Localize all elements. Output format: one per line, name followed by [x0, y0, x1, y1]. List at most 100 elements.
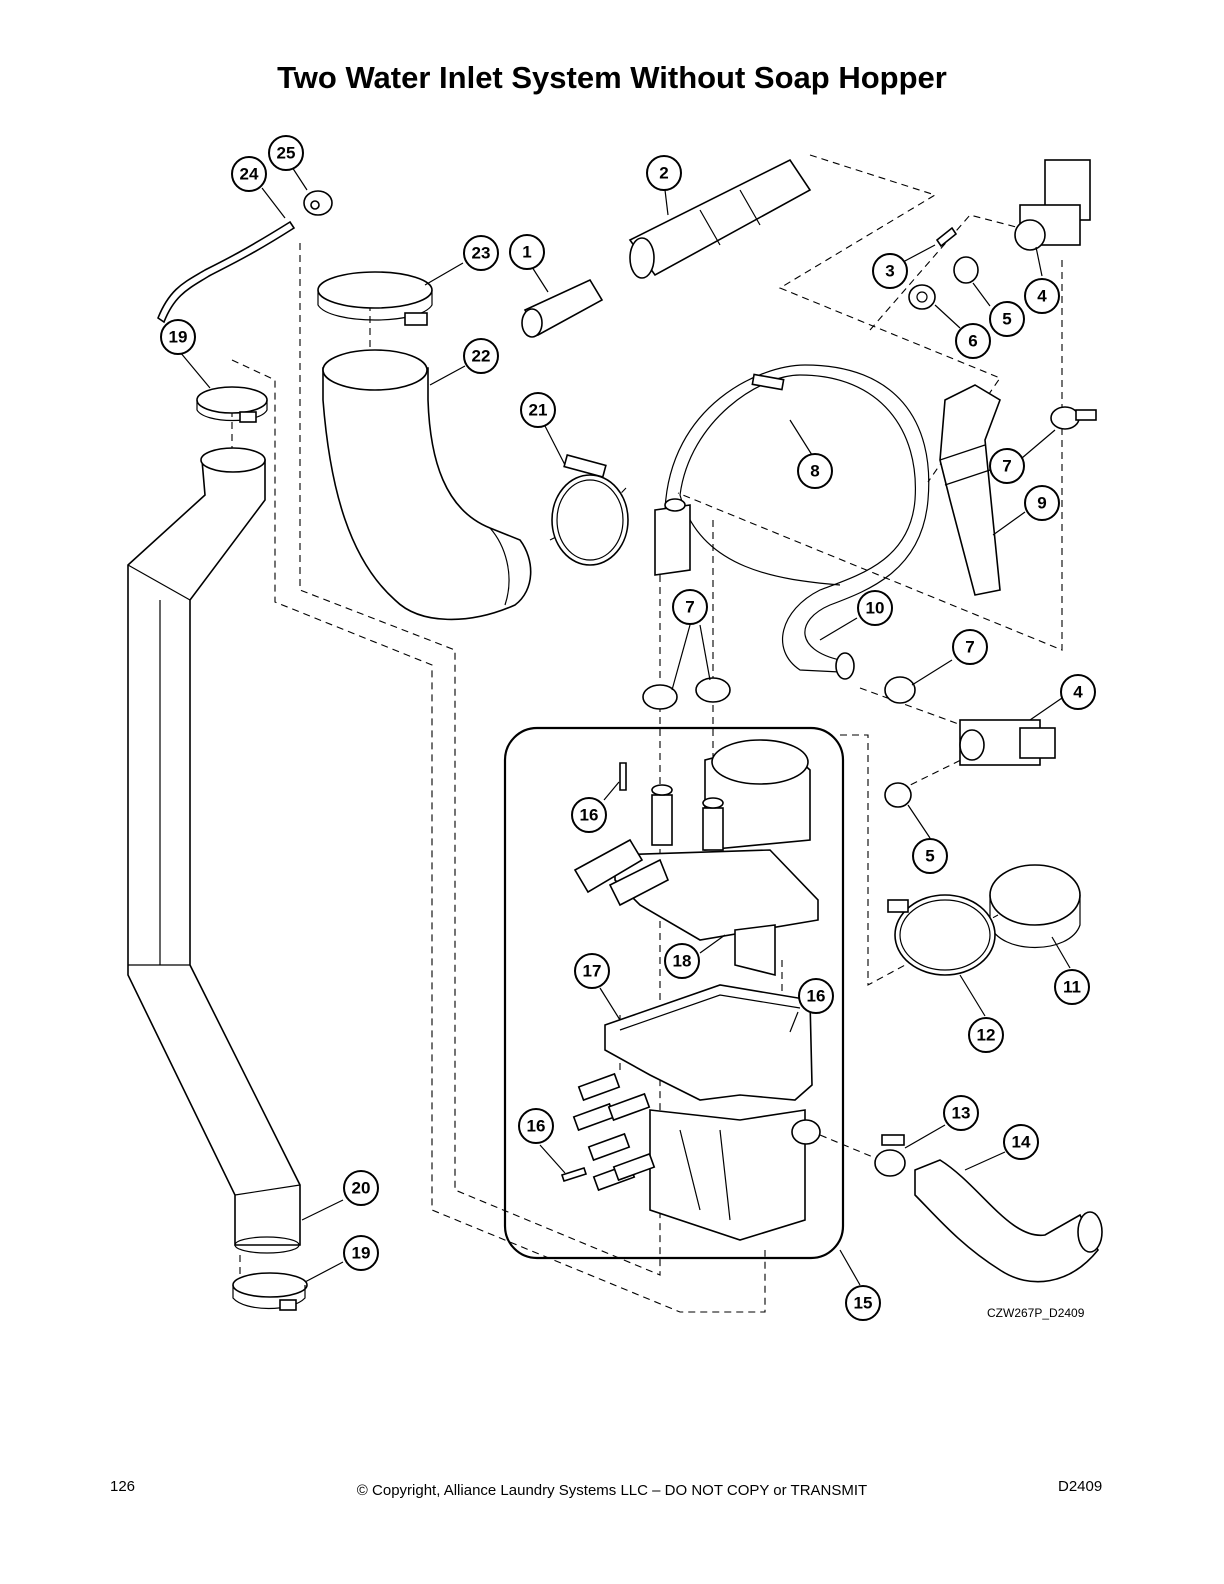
callout-3: 3 — [872, 253, 908, 289]
callout-18: 18 — [664, 943, 700, 979]
callout-17: 17 — [574, 953, 610, 989]
part-hose-14 — [914, 1159, 1103, 1283]
part-clamp-7-b — [642, 677, 731, 710]
page-number: 126 — [110, 1478, 136, 1495]
callout-11: 11 — [1054, 969, 1090, 1005]
part-lid-18 — [573, 739, 819, 977]
callout-5-top: 5 — [989, 301, 1025, 337]
callout-label: 19 — [169, 328, 188, 347]
part-clamp-21 — [551, 454, 629, 566]
part-clamp-7-a — [1050, 406, 1097, 430]
part-seal-5-top — [953, 256, 979, 284]
part-valve-4-top — [1014, 159, 1091, 251]
callout-label: 6 — [968, 332, 977, 351]
part-fitting-1 — [521, 278, 604, 338]
assembly-guide-lines — [231, 154, 1063, 1313]
callout-label: 13 — [952, 1104, 971, 1123]
callout-label: 9 — [1037, 494, 1046, 513]
callout-15: 15 — [845, 1285, 881, 1321]
callout-16-b: 16 — [798, 978, 834, 1014]
callout-21: 21 — [520, 392, 556, 428]
part-seal-5-right — [884, 782, 912, 808]
callout-19-bottom: 19 — [343, 1235, 379, 1271]
callout-label: 22 — [472, 347, 491, 366]
assembly-box-15 — [503, 726, 845, 1260]
callout-16-c: 16 — [518, 1108, 554, 1144]
callout-22: 22 — [463, 338, 499, 374]
document-code: D2409 — [1058, 1478, 1103, 1495]
part-screw-16-a — [619, 762, 627, 791]
callout-label: 10 — [866, 599, 885, 618]
callout-label: 11 — [1063, 978, 1081, 997]
callout-10: 10 — [857, 590, 893, 626]
callout-label: 2 — [659, 164, 668, 183]
callout-label: 1 — [522, 243, 531, 262]
part-clamp-7-c — [884, 676, 916, 704]
part-screw-16-c — [560, 1166, 588, 1183]
callout-label: 16 — [580, 806, 599, 825]
callout-4-right: 4 — [1060, 674, 1096, 710]
callout-19-top: 19 — [160, 319, 196, 355]
part-clamp-19-bottom — [232, 1272, 308, 1311]
part-screw-3 — [935, 226, 958, 248]
part-clamp-23 — [317, 271, 433, 326]
callout-7-b: 7 — [672, 589, 708, 625]
callout-leaders — [179, 166, 1071, 1286]
page-title: Two Water Inlet System Without Soap Hopp… — [277, 60, 947, 95]
callout-7-a: 7 — [989, 448, 1025, 484]
callout-23: 23 — [463, 235, 499, 271]
callout-14: 14 — [1003, 1124, 1039, 1160]
callout-label: 15 — [854, 1294, 873, 1313]
callout-20: 20 — [343, 1170, 379, 1206]
callout-label: 17 — [583, 962, 602, 981]
callout-1: 1 — [509, 234, 545, 270]
callout-12: 12 — [968, 1017, 1004, 1053]
callout-4-top: 4 — [1024, 278, 1060, 314]
callout-8: 8 — [797, 453, 833, 489]
callout-label: 24 — [240, 165, 259, 184]
callout-label: 12 — [977, 1026, 996, 1045]
callout-7-c: 7 — [952, 629, 988, 665]
callout-label: 4 — [1073, 683, 1083, 702]
callout-5-right: 5 — [912, 838, 948, 874]
callout-label: 4 — [1037, 287, 1047, 306]
part-valve-4-right — [959, 719, 1056, 766]
callout-label: 5 — [925, 847, 934, 866]
callout-label: 7 — [685, 598, 694, 617]
callout-label: 19 — [352, 1244, 371, 1263]
callout-label: 3 — [885, 262, 894, 281]
callout-label: 8 — [810, 462, 819, 481]
part-hose-8-10 — [654, 364, 930, 680]
callout-label: 21 — [529, 401, 548, 420]
callout-2: 2 — [646, 155, 682, 191]
callout-label: 16 — [807, 987, 826, 1006]
callout-16-a: 16 — [571, 797, 607, 833]
part-tub-17 — [572, 984, 821, 1241]
callout-9: 9 — [1024, 485, 1060, 521]
part-clamp-12 — [887, 894, 996, 976]
part-grommet-25 — [303, 190, 333, 216]
callout-25: 25 — [268, 135, 304, 171]
part-clamp-19-top — [196, 386, 268, 423]
callout-label: 20 — [352, 1179, 371, 1198]
part-hose-20 — [127, 447, 301, 1254]
callout-13: 13 — [943, 1095, 979, 1131]
callout-label: 14 — [1012, 1133, 1031, 1152]
part-ring-11 — [989, 864, 1081, 949]
callout-label: 23 — [472, 244, 491, 263]
copyright-notice: © Copyright, Alliance Laundry Systems LL… — [356, 1482, 868, 1499]
callout-24: 24 — [231, 156, 267, 192]
part-elbow-22 — [322, 349, 532, 621]
part-tube-24 — [157, 220, 296, 324]
callout-label: 5 — [1002, 310, 1011, 329]
part-washer-6 — [908, 284, 936, 310]
part-hose-9 — [939, 384, 1001, 596]
callout-6: 6 — [955, 323, 991, 359]
drawing-code: CZW267P_D2409 — [987, 1306, 1085, 1320]
callout-label: 25 — [277, 144, 296, 163]
part-clamp-13 — [874, 1134, 906, 1177]
part-hose-2 — [628, 158, 812, 279]
callout-label: 7 — [1002, 457, 1011, 476]
callout-label: 7 — [965, 638, 974, 657]
